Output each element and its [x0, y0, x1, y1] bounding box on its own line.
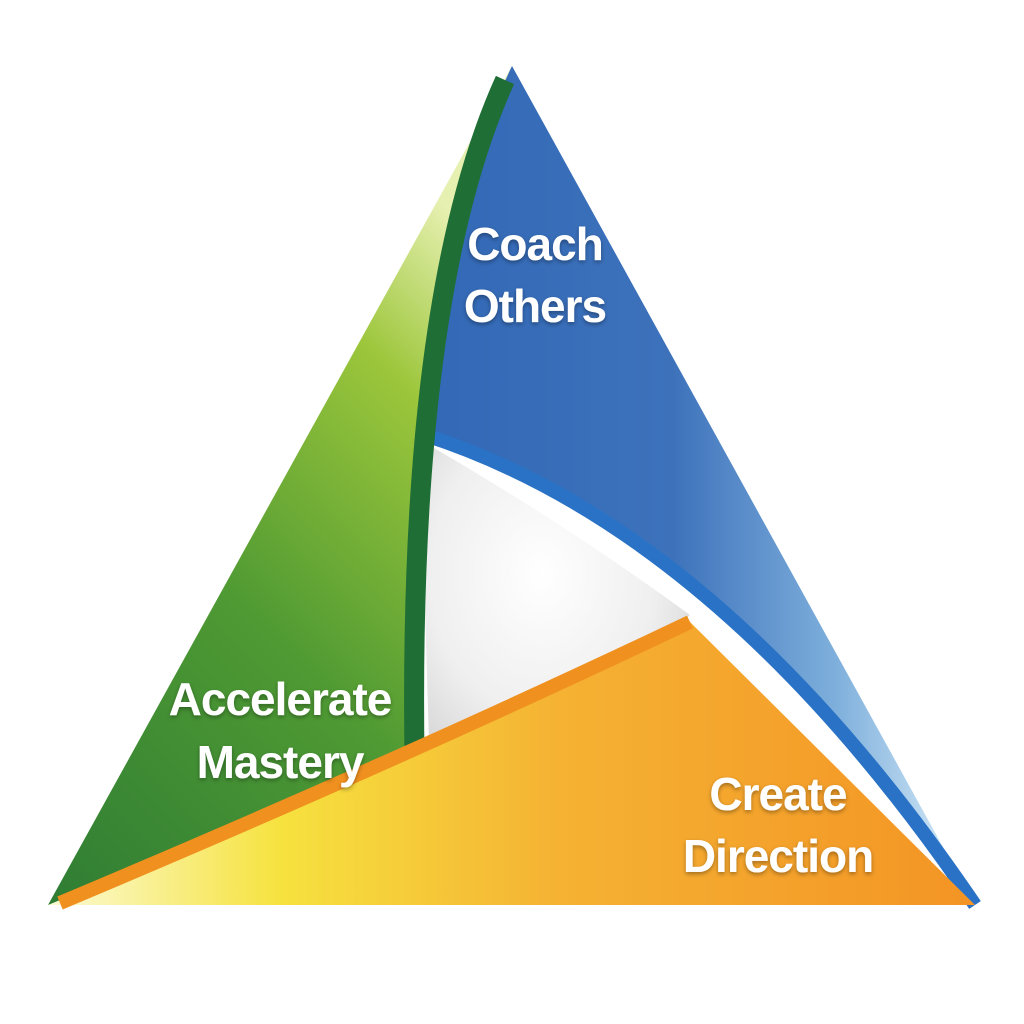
coach-others-label-line2: Others	[464, 280, 606, 332]
create-direction-label-line2: Direction	[683, 830, 873, 882]
create-direction-segment	[48, 620, 975, 905]
accelerate-mastery-segment	[48, 66, 512, 905]
create-direction-label-line1: Create	[709, 768, 847, 820]
accelerate-mastery-label-line1: Accelerate	[169, 673, 392, 725]
accelerate-mastery-border	[404, 75, 515, 786]
create-direction-border	[57, 615, 694, 910]
accelerate-mastery-label-line2: Mastery	[197, 736, 365, 788]
center-region	[420, 440, 690, 775]
coach-others-border	[422, 428, 981, 909]
coach-others-label-line1: Coach	[467, 218, 603, 270]
coach-others-segment	[425, 66, 975, 905]
